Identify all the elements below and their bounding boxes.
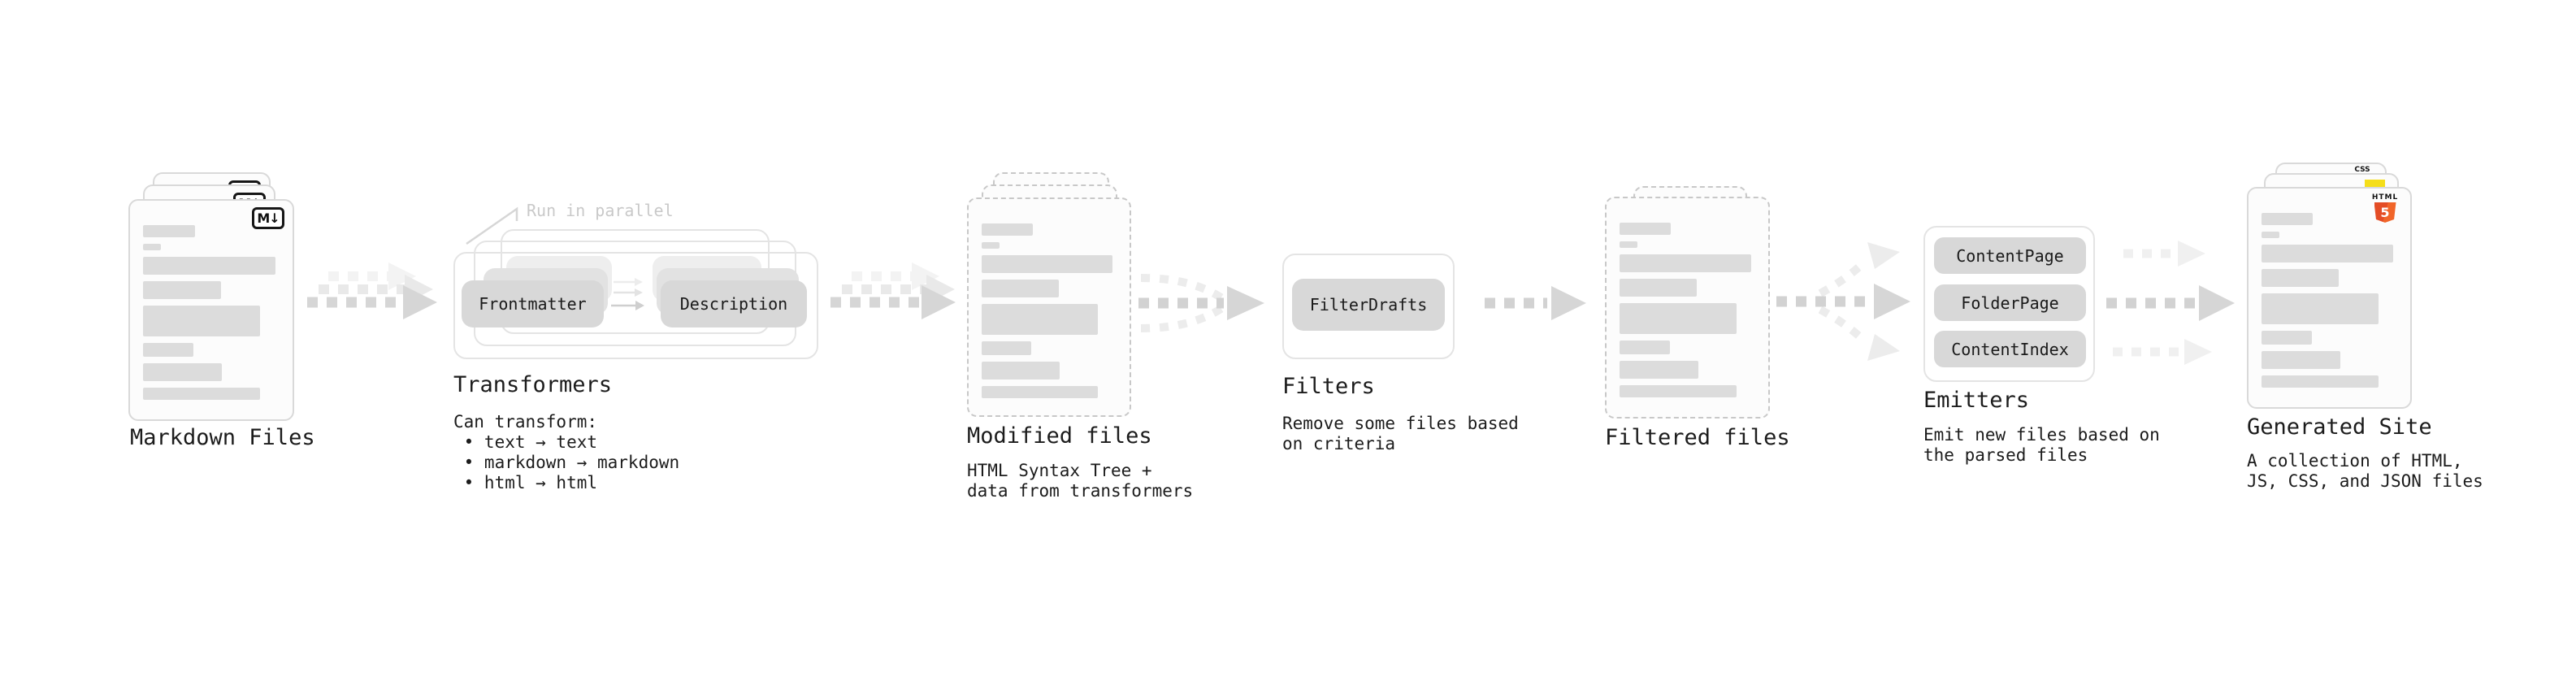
text-bar	[143, 343, 194, 357]
transformers-label: Transformers	[453, 372, 613, 397]
text-bar	[1620, 223, 1672, 235]
html5-icon: HTML 5	[2369, 193, 2401, 223]
file-content-bars	[2262, 213, 2397, 388]
folder-page-pill: FolderPage	[1934, 284, 2086, 321]
text-bar	[143, 363, 223, 381]
text-bar	[143, 225, 195, 237]
text-bar	[2262, 245, 2393, 262]
text-bar	[1620, 241, 1637, 248]
text-bar	[2262, 375, 2379, 388]
file-content-bars	[1620, 223, 1755, 397]
text-bar	[1620, 303, 1737, 334]
filters-box	[1282, 254, 1455, 359]
text-bar	[1620, 361, 1698, 379]
text-bar	[2262, 232, 2279, 238]
description-transformer-pill: Description	[661, 280, 807, 327]
modified-files-caption: HTML Syntax Tree + data from transformer…	[967, 461, 1194, 501]
text-bar	[1620, 340, 1670, 354]
content-index-pill: ContentIndex	[1934, 331, 2086, 367]
emitters-caption: Emit new files based on the parsed files	[1923, 425, 2160, 465]
transformers-caption: Can transform: • text → text • markdown …	[453, 412, 680, 492]
file-content-bars	[143, 225, 280, 400]
modified-file-card-front	[967, 197, 1131, 417]
arrow-filters-to-filtered	[1485, 286, 1586, 320]
text-bar	[1620, 254, 1751, 272]
annotation-callout-line	[466, 206, 518, 245]
text-bar	[2262, 351, 2340, 369]
text-bar	[982, 280, 1059, 297]
filter-drafts-pill: FilterDrafts	[1292, 279, 1445, 331]
markdown-icon: M↓	[252, 207, 284, 229]
text-bar	[2262, 331, 2312, 345]
filtered-file-card-front	[1605, 197, 1770, 419]
emitters-label: Emitters	[1923, 388, 2030, 413]
text-bar	[2262, 213, 2314, 225]
frontmatter-transformer-pill: Frontmatter	[462, 280, 604, 327]
generated-site-label: Generated Site	[2247, 414, 2432, 440]
arrow-modified-to-filters	[1138, 274, 1264, 332]
generated-site-caption: A collection of HTML, JS, CSS, and JSON …	[2247, 451, 2483, 491]
transformer-box-front	[453, 252, 818, 359]
text-bar	[143, 257, 275, 275]
text-bar	[982, 304, 1098, 335]
file-content-bars	[982, 223, 1117, 398]
text-bar	[982, 242, 1000, 249]
content-page-pill: ContentPage	[1934, 237, 2086, 274]
filters-caption: Remove some files based on criteria	[1282, 414, 1519, 453]
filters-label: Filters	[1282, 374, 1375, 399]
emitters-box	[1923, 226, 2095, 382]
text-bar	[143, 306, 261, 336]
text-bar	[2262, 269, 2340, 287]
text-bar	[982, 386, 1098, 398]
run-in-parallel-annotation: Run in parallel	[527, 201, 674, 220]
arrow-markdown-to-transformers	[307, 262, 437, 319]
generated-file-card-html: HTML 5	[2247, 187, 2412, 409]
text-bar	[2262, 293, 2379, 324]
text-bar	[143, 388, 261, 400]
text-bar	[1620, 279, 1698, 297]
arrow-transformers-to-modified	[830, 262, 956, 319]
text-bar	[982, 362, 1060, 380]
text-bar	[982, 223, 1034, 236]
text-bar	[1620, 385, 1737, 397]
parallel-run-arrows	[611, 278, 644, 310]
markdown-files-label: Markdown Files	[130, 425, 315, 450]
markdown-file-card-front: M↓	[128, 199, 294, 421]
arrow-filtered-to-emitters	[1776, 242, 1910, 361]
text-bar	[982, 255, 1113, 273]
filtered-files-label: Filtered files	[1605, 425, 1790, 450]
modified-files-label: Modified files	[967, 423, 1152, 449]
text-bar	[982, 341, 1032, 355]
text-bar	[143, 281, 221, 299]
text-bar	[143, 244, 161, 250]
arrow-emitters-to-generated	[2106, 241, 2235, 365]
